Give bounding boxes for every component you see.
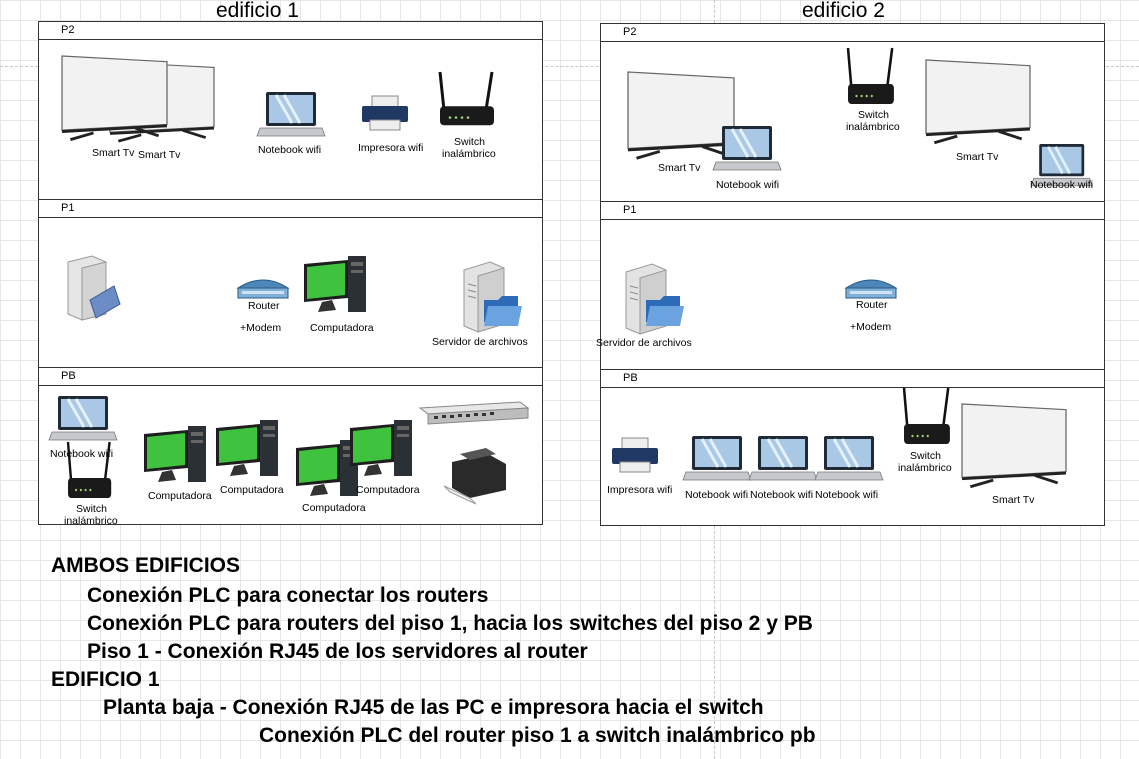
- building-1-impresora-wifi-label: Impresora wifi: [358, 142, 424, 154]
- building-1-switch-inalambrico-pb: [66, 440, 113, 500]
- building-1-modem-label: +Modem: [240, 322, 282, 334]
- building-1-smart-tv: [60, 54, 169, 142]
- building-1-notebook-wifi-label: Notebook wifi: [258, 144, 322, 156]
- building-1-smart-tv-label: Smart Tv: [92, 147, 135, 159]
- building-1-notebook-wifi: [255, 90, 327, 138]
- building-1-floor-p2-header: P2: [38, 21, 543, 40]
- building-2-router-label: Router: [856, 299, 888, 311]
- building-1-switch-p2-label-2: inalámbrico: [442, 148, 496, 160]
- building-1-computadora-pb-4-label: Computadora: [356, 484, 420, 496]
- building-2-smart-tv-right-label: Smart Tv: [956, 151, 999, 163]
- building-2-floor-pb-header: PB: [600, 369, 1105, 388]
- building-1-title: edificio 1: [216, 0, 299, 22]
- building-2-floor-p2-header: P2: [600, 23, 1105, 42]
- building-2-notebook-wifi-pb-3: [813, 434, 885, 482]
- building-2-notebook-wifi-pb-2: [747, 434, 819, 482]
- building-2-notebook-left-label: Notebook wifi: [716, 179, 780, 191]
- building-2-smart-tv-pb-label: Smart Tv: [992, 494, 1035, 506]
- building-1-computadora-p1-label: Computadora: [310, 322, 374, 334]
- note-plc-routers: Conexión PLC para conectar los routers: [87, 584, 489, 607]
- building-1-computadora-pb-3-label: Computadora: [302, 502, 366, 514]
- building-2-smart-tv-right: [924, 58, 1032, 145]
- building-1-notebook-pb-label: Notebook wifi: [50, 448, 114, 460]
- building-2-router: [845, 279, 897, 299]
- building-2-switch-inalambrico-p2: [846, 46, 896, 106]
- building-1-computadora-pb-2: [216, 420, 278, 476]
- note-edificio-1: EDIFICIO 1: [51, 668, 160, 691]
- building-1-computadora-p1: [304, 256, 366, 312]
- building-2-switch-inalambrico-pb: [902, 386, 952, 446]
- building-2-impresora-wifi: [611, 437, 659, 473]
- building-2-switch-pb-label-2: inalámbrico: [898, 462, 952, 474]
- building-2-notebook-pb-3-label: Notebook wifi: [815, 489, 879, 501]
- note-plc-switches: Conexión PLC para routers del piso 1, ha…: [87, 612, 813, 635]
- building-1-computadora-pb-1: [144, 426, 206, 482]
- building-2-notebook-right-label: Notebook wifi: [1030, 179, 1094, 191]
- building-2-switch-p2-label-2: inalámbrico: [846, 121, 900, 133]
- note-plc-router-switch: Conexión PLC del router piso 1 a switch …: [259, 724, 816, 747]
- guide-line-horizontal: [0, 66, 1139, 67]
- building-1-servidor-label: Servidor de archivos: [432, 336, 528, 348]
- building-1-folder-icon: [484, 296, 522, 326]
- building-1-smart-tv-label-2: Smart Tv: [138, 149, 181, 161]
- building-2-smart-tv-pb: [960, 402, 1068, 489]
- building-2-floor-p1-header: P1: [600, 201, 1105, 220]
- note-ambos-edificios: AMBOS EDIFICIOS: [51, 554, 241, 577]
- note-planta-baja: Planta baja - Conexión RJ45 de las PC e …: [103, 696, 764, 719]
- building-1-floor-pb-header: PB: [38, 367, 543, 386]
- building-1-server: [67, 255, 121, 321]
- building-1-computadora-pb-4: [350, 420, 412, 476]
- building-1-impresora-wifi: [361, 95, 409, 131]
- building-1-router-label: Router: [248, 300, 280, 312]
- building-2-impresora-label: Impresora wifi: [607, 484, 673, 496]
- building-1-computadora-pb-1-label: Computadora: [148, 490, 212, 502]
- building-1-switch-rack: [419, 401, 529, 425]
- building-2-modem-label: +Modem: [850, 321, 892, 333]
- building-1-switch-pb-label-1: Switch: [76, 503, 107, 515]
- building-2-notebook-pb-1-label: Notebook wifi: [685, 489, 749, 501]
- building-2-switch-p2-label-1: Switch: [858, 109, 889, 121]
- building-1-notebook-wifi-pb: [47, 394, 119, 442]
- building-1-router: [237, 279, 289, 299]
- building-1-laser-printer: [443, 447, 507, 505]
- building-2-servidor-label: Servidor de archivos: [596, 337, 692, 349]
- building-1-computadora-pb-2-label: Computadora: [220, 484, 284, 496]
- building-2-smart-tv-left-label: Smart Tv: [658, 162, 701, 174]
- building-2-notebook-wifi-left: [711, 124, 783, 172]
- building-2-notebook-wifi-pb-1: [681, 434, 753, 482]
- building-2-folder-icon: [646, 296, 684, 326]
- note-rj45-servidores: Piso 1 - Conexión RJ45 de los servidores…: [87, 640, 588, 663]
- building-2-title: edificio 2: [802, 0, 885, 22]
- building-1-switch-inalambrico-p2: [438, 70, 496, 127]
- building-2-switch-pb-label-1: Switch: [910, 450, 941, 462]
- building-1-switch-pb-label-2: inalámbrico: [64, 515, 118, 527]
- building-1-floor-p1-header: P1: [38, 199, 543, 218]
- building-1-switch-p2-label-1: Switch: [454, 136, 485, 148]
- building-2-notebook-pb-2-label: Notebook wifi: [750, 489, 814, 501]
